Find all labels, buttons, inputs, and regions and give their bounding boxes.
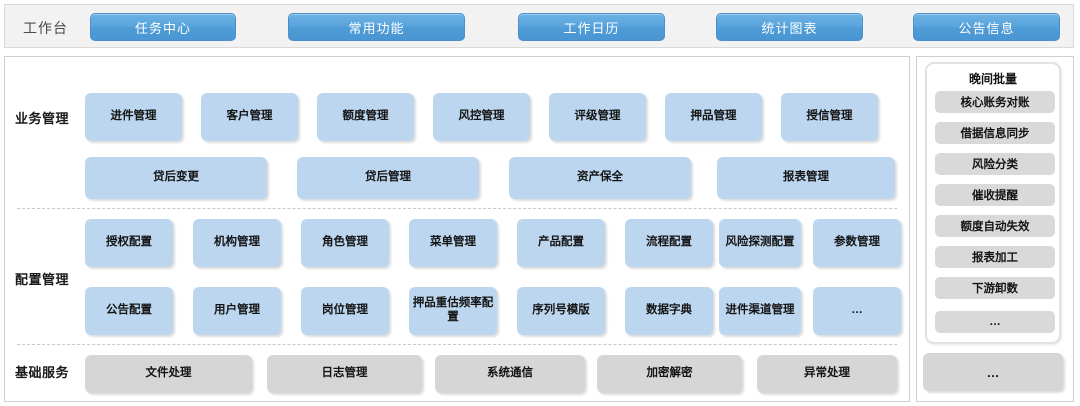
tab-2[interactable]: 常用功能 <box>288 13 465 41</box>
module-tile[interactable]: 参数管理 <box>813 219 901 267</box>
module-tile[interactable]: 菜单管理 <box>409 219 497 267</box>
module-tile[interactable]: 资产保全 <box>509 157 691 199</box>
module-tile[interactable]: 客户管理 <box>201 93 298 141</box>
module-tile[interactable]: 进件管理 <box>85 93 182 141</box>
module-tile[interactable]: 日志管理 <box>267 355 422 393</box>
module-tile[interactable]: 风控管理 <box>433 93 530 141</box>
night-batch-item[interactable]: 下游卸数 <box>935 277 1055 299</box>
module-tile[interactable]: 公告配置 <box>85 287 173 335</box>
top-tab-bar: 工作台 任务中心 常用功能 工作日历 统计图表 公告信息 <box>4 4 1074 48</box>
tab-3[interactable]: 工作日历 <box>518 13 665 41</box>
module-tile[interactable]: 数据字典 <box>625 287 713 335</box>
night-batch-item[interactable]: … <box>935 311 1055 333</box>
module-tile[interactable]: 进件渠道管理 <box>719 287 801 335</box>
night-batch-item[interactable]: 核心账务对账 <box>935 91 1055 113</box>
module-map-panel: 业务管理进件管理客户管理额度管理风控管理评级管理押品管理授信管理贷后变更贷后管理… <box>4 56 910 402</box>
module-tile[interactable]: 授信管理 <box>781 93 878 141</box>
module-tile[interactable]: 押品管理 <box>665 93 762 141</box>
night-batch-title: 晚间批量 <box>968 72 1017 86</box>
module-tile[interactable]: 产品配置 <box>517 219 605 267</box>
module-tile[interactable]: 报表管理 <box>717 157 895 199</box>
module-tile[interactable]: 流程配置 <box>625 219 713 267</box>
module-tile[interactable]: 额度管理 <box>317 93 414 141</box>
module-tile[interactable]: 加密解密 <box>597 355 742 393</box>
section-divider-2 <box>17 344 897 345</box>
module-tile[interactable]: 异常处理 <box>757 355 897 393</box>
night-batch-item[interactable]: 催收提醒 <box>935 184 1055 206</box>
night-batch-card: 晚间批量 核心账务对账借据信息同步风险分类催收提醒额度自动失效报表加工下游卸数 … <box>925 62 1061 344</box>
section-label-3: 基础服务 <box>15 365 70 380</box>
tab-1[interactable]: 任务中心 <box>90 13 236 41</box>
batch-more-button[interactable]: … <box>923 353 1063 391</box>
night-batch-item[interactable]: 报表加工 <box>935 246 1055 268</box>
workbench-label: 工作台 <box>23 20 68 36</box>
night-batch-item[interactable]: 借据信息同步 <box>935 122 1055 144</box>
module-tile[interactable]: 风险探测配置 <box>719 219 801 267</box>
section-label-1: 业务管理 <box>15 111 70 126</box>
night-batch-item[interactable]: 风险分类 <box>935 153 1055 175</box>
module-tile[interactable]: 押品重估频率配置 <box>409 287 497 335</box>
module-tile[interactable]: 岗位管理 <box>301 287 389 335</box>
tab-4[interactable]: 统计图表 <box>716 13 863 41</box>
module-tile[interactable]: 角色管理 <box>301 219 389 267</box>
module-tile[interactable]: 评级管理 <box>549 93 646 141</box>
batch-panel: 晚间批量 核心账务对账借据信息同步风险分类催收提醒额度自动失效报表加工下游卸数 …… <box>916 56 1074 402</box>
module-tile[interactable]: 贷后变更 <box>85 157 267 199</box>
module-tile[interactable]: 用户管理 <box>193 287 281 335</box>
tab-5[interactable]: 公告信息 <box>913 13 1060 41</box>
module-tile[interactable]: 贷后管理 <box>297 157 479 199</box>
module-tile[interactable]: 文件处理 <box>85 355 252 393</box>
module-tile[interactable]: … <box>813 287 901 335</box>
module-tile[interactable]: 系统通信 <box>435 355 585 393</box>
section-divider-1 <box>17 208 897 209</box>
module-tile[interactable]: 机构管理 <box>193 219 281 267</box>
module-tile[interactable]: 序列号模版 <box>517 287 605 335</box>
night-batch-item[interactable]: 额度自动失效 <box>935 215 1055 237</box>
module-tile[interactable]: 授权配置 <box>85 219 173 267</box>
section-label-2: 配置管理 <box>15 272 70 287</box>
